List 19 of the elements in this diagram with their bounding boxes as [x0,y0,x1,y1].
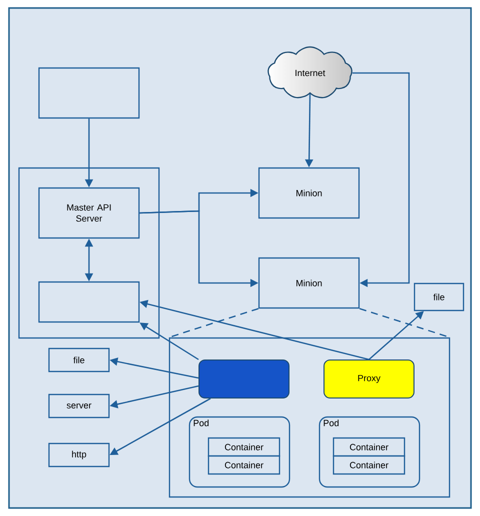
box: Container [208,437,280,457]
component-box [198,360,290,398]
box: Container [332,437,406,457]
box: Minion [258,257,360,309]
group-box [18,167,160,339]
arrow [352,72,410,288]
box: http [48,442,110,468]
box: Minion [258,167,360,219]
dashed-line [168,308,259,338]
box: server [48,394,110,418]
box: Container [208,455,280,475]
box: file [48,348,110,372]
box: file [414,282,464,312]
box [38,281,140,323]
box [38,67,140,119]
box: Master API Server [38,187,140,239]
box: Container [332,455,406,475]
group-box [168,337,450,498]
component-box: Proxy [324,360,414,398]
